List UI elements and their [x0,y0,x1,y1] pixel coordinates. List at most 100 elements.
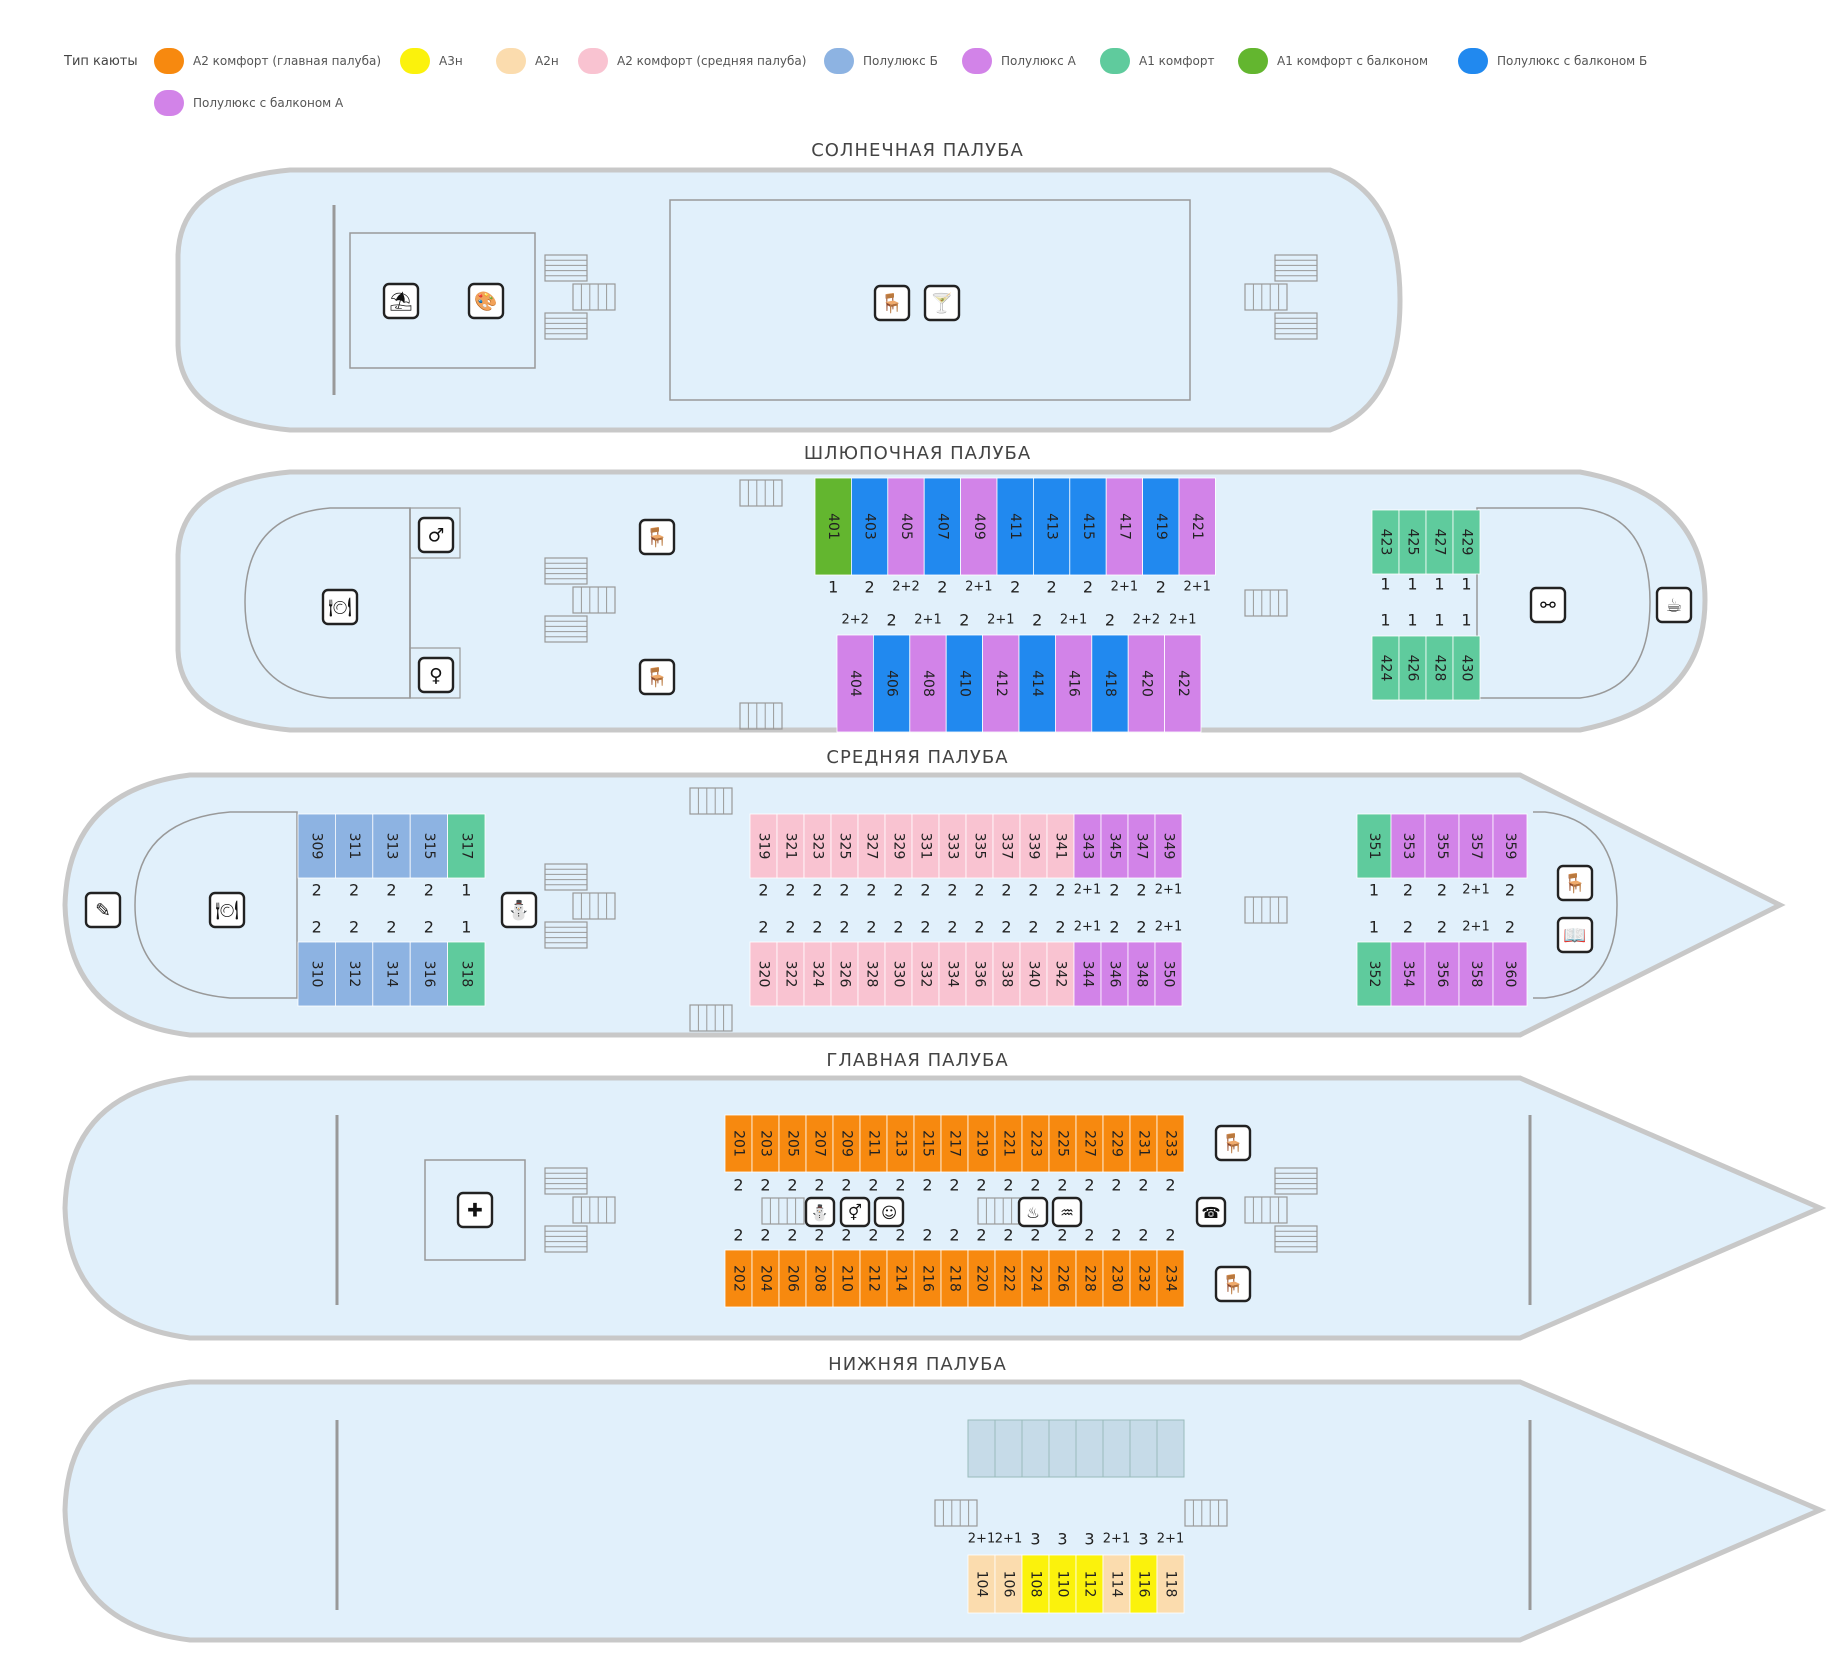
cabin-416[interactable]: 416 [1055,634,1093,733]
cabin-202[interactable]: 202 [724,1249,753,1308]
cabin-424[interactable]: 424 [1371,635,1400,701]
cabin-334[interactable]: 334 [938,941,967,1007]
cabin-224[interactable]: 224 [1021,1249,1050,1308]
cabin-329[interactable]: 329 [884,813,913,879]
cabin-226[interactable]: 226 [1048,1249,1077,1308]
cabin-418[interactable]: 418 [1091,634,1129,733]
cabin-354[interactable]: 354 [1390,941,1426,1007]
legend-item[interactable]: Полулюкс с балконом А [154,88,343,118]
cabin-221[interactable]: 221 [994,1114,1023,1173]
cabin-108[interactable]: 108 [1021,1554,1050,1614]
legend-item[interactable]: Полулюкс с балконом Б [1458,46,1647,76]
cabin-351[interactable]: 351 [1356,813,1392,879]
cabin-428[interactable]: 428 [1425,635,1454,701]
cabin-231[interactable]: 231 [1129,1114,1158,1173]
cabin-336[interactable]: 336 [965,941,994,1007]
cabin-207[interactable]: 207 [805,1114,834,1173]
cabin-406[interactable]: 406 [873,634,911,733]
cabin-233[interactable]: 233 [1156,1114,1185,1173]
cabin-331[interactable]: 331 [911,813,940,879]
cabin-315[interactable]: 315 [409,813,449,879]
cabin-411[interactable]: 411 [996,477,1034,576]
cabin-343[interactable]: 343 [1073,813,1102,879]
cabin-309[interactable]: 309 [297,813,336,879]
cabin-220[interactable]: 220 [967,1249,996,1308]
cabin-324[interactable]: 324 [803,941,832,1007]
cabin-314[interactable]: 314 [372,941,411,1007]
cabin-340[interactable]: 340 [1019,941,1048,1007]
cabin-412[interactable]: 412 [982,634,1020,733]
cabin-405[interactable]: 405 [887,477,925,576]
cabin-404[interactable]: 404 [836,634,874,733]
cabin-328[interactable]: 328 [857,941,886,1007]
cabin-216[interactable]: 216 [913,1249,942,1308]
cabin-211[interactable]: 211 [859,1114,888,1173]
cabin-217[interactable]: 217 [940,1114,969,1173]
cabin-320[interactable]: 320 [749,941,778,1007]
cabin-423[interactable]: 423 [1371,509,1400,575]
cabin-417[interactable]: 417 [1105,477,1143,576]
cabin-350[interactable]: 350 [1154,941,1183,1007]
cabin-427[interactable]: 427 [1425,509,1454,575]
cabin-112[interactable]: 112 [1075,1554,1104,1614]
cabin-403[interactable]: 403 [851,477,889,576]
cabin-327[interactable]: 327 [857,813,886,879]
cabin-318[interactable]: 318 [447,941,486,1007]
cabin-322[interactable]: 322 [776,941,805,1007]
cabin-422[interactable]: 422 [1164,634,1202,733]
legend-item[interactable]: А1 комфорт с балконом [1238,46,1428,76]
cabin-357[interactable]: 357 [1458,813,1494,879]
cabin-210[interactable]: 210 [832,1249,861,1308]
cabin-222[interactable]: 222 [994,1249,1023,1308]
cabin-234[interactable]: 234 [1156,1249,1185,1308]
cabin-339[interactable]: 339 [1019,813,1048,879]
cabin-104[interactable]: 104 [967,1554,996,1614]
cabin-345[interactable]: 345 [1100,813,1129,879]
cabin-325[interactable]: 325 [830,813,859,879]
cabin-415[interactable]: 415 [1069,477,1107,576]
cabin-203[interactable]: 203 [751,1114,780,1173]
cabin-118[interactable]: 118 [1156,1554,1185,1614]
cabin-346[interactable]: 346 [1100,941,1129,1007]
cabin-407[interactable]: 407 [923,477,962,576]
cabin-110[interactable]: 110 [1048,1554,1077,1614]
cabin-316[interactable]: 316 [409,941,449,1007]
cabin-326[interactable]: 326 [830,941,859,1007]
cabin-310[interactable]: 310 [297,941,336,1007]
cabin-425[interactable]: 425 [1398,509,1427,575]
cabin-421[interactable]: 421 [1178,477,1216,576]
cabin-355[interactable]: 355 [1424,813,1460,879]
cabin-420[interactable]: 420 [1127,634,1165,733]
cabin-311[interactable]: 311 [334,813,374,879]
legend-item[interactable]: А2 комфорт (средняя палуба) [578,46,806,76]
legend-item[interactable]: А2 комфорт (главная палуба) [154,46,381,76]
cabin-215[interactable]: 215 [913,1114,942,1173]
cabin-419[interactable]: 419 [1142,477,1180,576]
cabin-209[interactable]: 209 [832,1114,861,1173]
cabin-409[interactable]: 409 [960,477,998,576]
cabin-335[interactable]: 335 [965,813,994,879]
legend-item[interactable]: Полулюкс А [962,46,1076,76]
cabin-332[interactable]: 332 [911,941,940,1007]
cabin-321[interactable]: 321 [776,813,805,879]
cabin-323[interactable]: 323 [803,813,832,879]
cabin-414[interactable]: 414 [1018,634,1056,733]
cabin-413[interactable]: 413 [1033,477,1071,576]
cabin-214[interactable]: 214 [886,1249,915,1308]
cabin-349[interactable]: 349 [1154,813,1183,879]
legend-item[interactable]: Полулюкс Б [824,46,938,76]
cabin-201[interactable]: 201 [724,1114,753,1173]
cabin-225[interactable]: 225 [1048,1114,1077,1173]
cabin-353[interactable]: 353 [1390,813,1426,879]
cabin-341[interactable]: 341 [1046,813,1075,879]
cabin-218[interactable]: 218 [940,1249,969,1308]
cabin-359[interactable]: 359 [1492,813,1528,879]
cabin-426[interactable]: 426 [1398,635,1427,701]
cabin-223[interactable]: 223 [1021,1114,1050,1173]
cabin-227[interactable]: 227 [1075,1114,1104,1173]
cabin-114[interactable]: 114 [1102,1554,1131,1614]
cabin-208[interactable]: 208 [805,1249,834,1308]
cabin-348[interactable]: 348 [1127,941,1156,1007]
cabin-230[interactable]: 230 [1102,1249,1131,1308]
cabin-212[interactable]: 212 [859,1249,888,1308]
